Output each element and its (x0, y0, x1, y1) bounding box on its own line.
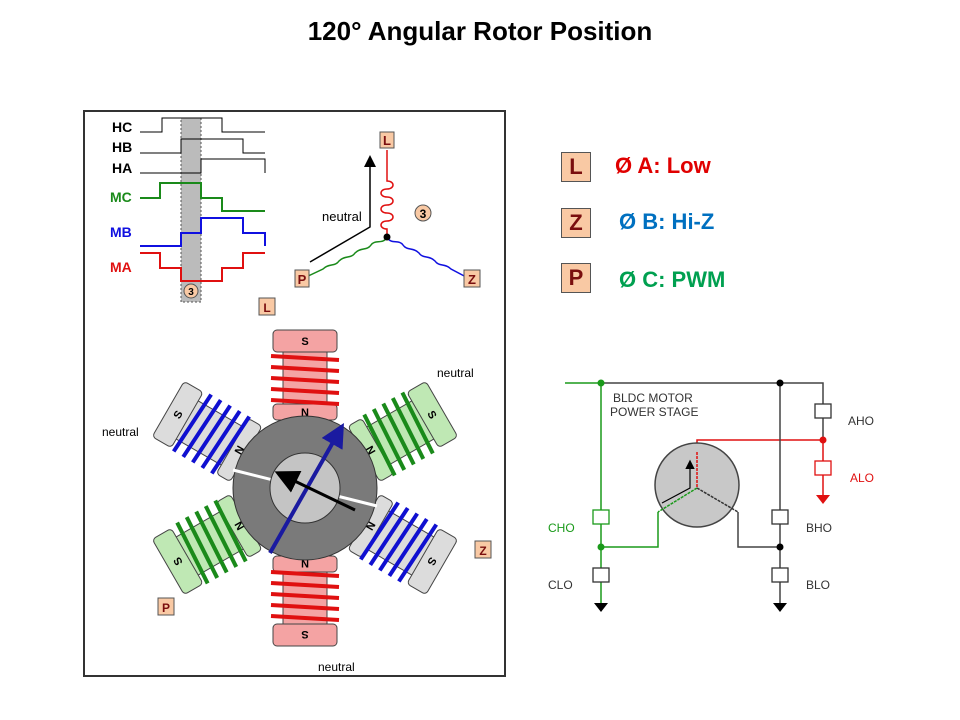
neutral-label: neutral (318, 660, 355, 674)
legend-box-z: Z (561, 208, 591, 238)
legend-box-p: P (561, 263, 591, 293)
motor-z: Z (479, 544, 486, 558)
signal-hc: HC (112, 119, 132, 135)
motor-labels: L Z P neutral neutral neutral (102, 297, 492, 674)
rotor-position-arrow (274, 470, 356, 512)
circuit-title-2: POWER STAGE (610, 405, 698, 419)
signal-mb: MB (110, 224, 132, 240)
timing-diagram: HC HB HA MC MB MA 3 (110, 117, 266, 303)
pole-s: S (301, 336, 308, 348)
stator-pole: SN (345, 382, 457, 481)
neutral-label: neutral (322, 209, 362, 224)
signal-ma: MA (110, 259, 132, 275)
pole-n: N (301, 407, 309, 419)
stator-pole: SN (153, 382, 265, 481)
label-alo: ALO (850, 471, 874, 485)
label-bho: BHO (806, 521, 832, 535)
legend-phase-a: Ø A: Low (615, 153, 711, 178)
star-winding: neutral 3 L P Z (294, 131, 481, 288)
legend-phase-b: Ø B: Hi-Z (619, 209, 715, 234)
magnetic-axis-arrow (268, 423, 344, 554)
star-z: Z (468, 272, 476, 287)
pole-n: N (301, 557, 309, 569)
label-cho: CHO (548, 521, 575, 535)
slide-title: 120° Angular Rotor Position (307, 16, 653, 46)
star-p: P (298, 272, 307, 287)
label-clo: CLO (548, 578, 573, 592)
signal-hb: HB (112, 139, 132, 155)
legend-box-l: L (561, 152, 591, 182)
neutral-label: neutral (437, 366, 474, 380)
power-stage-circuit: BLDC MOTOR POWER STAGE AHO ALO BHO BLO C… (548, 379, 874, 612)
label-aho: AHO (848, 414, 874, 428)
legend-phase-c: Ø C: PWM (619, 267, 726, 292)
star-l: L (383, 133, 391, 148)
signal-mc: MC (110, 189, 132, 205)
pole-s: S (301, 628, 308, 640)
neutral-label: neutral (102, 425, 139, 439)
stator-pole: SN (270, 547, 340, 647)
motor-l: L (263, 301, 270, 315)
stator-pole: SN (270, 329, 340, 429)
motor-p: P (162, 601, 170, 615)
label-blo: BLO (806, 578, 830, 592)
step-marker: 3 (188, 287, 194, 298)
circuit-title-1: BLDC MOTOR (613, 391, 693, 405)
step-marker: 3 (420, 207, 427, 221)
stator-pole: SN (345, 495, 457, 594)
signal-ha: HA (112, 160, 132, 176)
